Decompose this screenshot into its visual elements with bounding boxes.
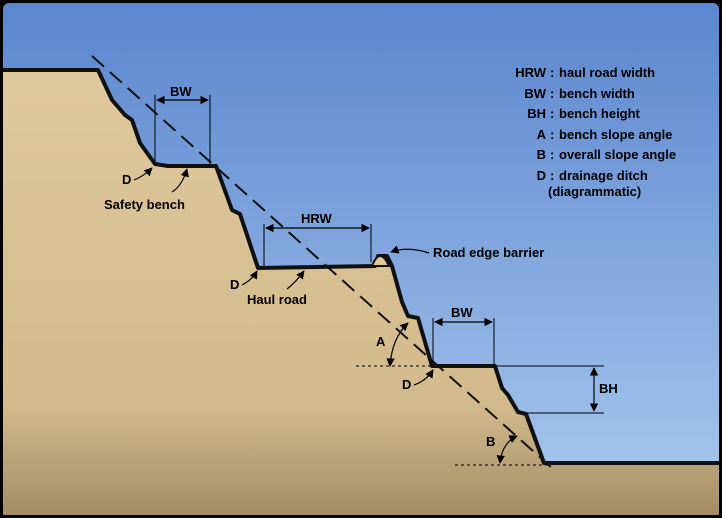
haul-road-label: Haul road — [247, 292, 307, 307]
road-edge-barrier-callout: Road edge barrier — [390, 245, 544, 260]
road-edge-barrier-label: Road edge barrier — [433, 245, 544, 260]
legend-desc-d: drainage ditch — [559, 168, 648, 183]
bh-label: BH — [599, 381, 618, 396]
legend-sep-4: : — [550, 127, 554, 142]
ditch-callout-1: D — [122, 167, 153, 187]
legend-key-bw: BW — [524, 86, 546, 101]
legend: HRW : haul road width BW : bench width B… — [515, 65, 676, 199]
legend-key-d: D — [537, 168, 546, 183]
legend-sep-3: : — [550, 106, 554, 121]
legend-key-bh: BH — [527, 106, 546, 121]
ditch-label-1: D — [122, 172, 131, 187]
road-edge-barrier-shape — [370, 255, 391, 267]
legend-desc-bh: bench height — [559, 106, 641, 121]
angle-b-label: B — [486, 434, 495, 449]
angle-b-indicator: B — [455, 434, 548, 466]
haul-road-callout: Haul road — [247, 270, 307, 307]
ditch-callout-2: D — [230, 270, 258, 292]
legend-sep-2: : — [550, 86, 554, 101]
bw-top-dimension: BW — [154, 84, 211, 164]
ditch-label-2: D — [230, 277, 239, 292]
legend-desc-b: overall slope angle — [559, 147, 676, 162]
legend-sep-1: : — [550, 65, 554, 80]
legend-key-a: A — [537, 127, 547, 142]
safety-bench-callout: Safety bench — [104, 168, 189, 212]
bh-dimension: BH — [497, 365, 618, 414]
hrw-dimension: HRW — [263, 211, 372, 268]
overall-slope-line — [91, 55, 553, 469]
bw-top-label: BW — [170, 84, 192, 99]
legend-key-hrw: HRW — [515, 65, 547, 80]
safety-bench-label: Safety bench — [104, 197, 185, 212]
legend-desc-a: bench slope angle — [559, 127, 672, 142]
hrw-label: HRW — [301, 211, 333, 226]
angle-a-label: A — [376, 334, 386, 349]
ditch-label-3: D — [402, 377, 411, 392]
legend-sep-6: : — [550, 168, 554, 183]
legend-sep-5: : — [550, 147, 554, 162]
bw-low-label: BW — [451, 305, 473, 320]
ditch-callout-3: D — [402, 369, 434, 392]
bw-low-dimension: BW — [432, 305, 495, 366]
legend-desc-hrw: haul road width — [559, 65, 655, 80]
legend-desc-bw: bench width — [559, 86, 635, 101]
legend-d-note: (diagrammatic) — [548, 184, 641, 199]
angle-a-indicator: A — [356, 322, 432, 367]
legend-key-b: B — [537, 147, 546, 162]
